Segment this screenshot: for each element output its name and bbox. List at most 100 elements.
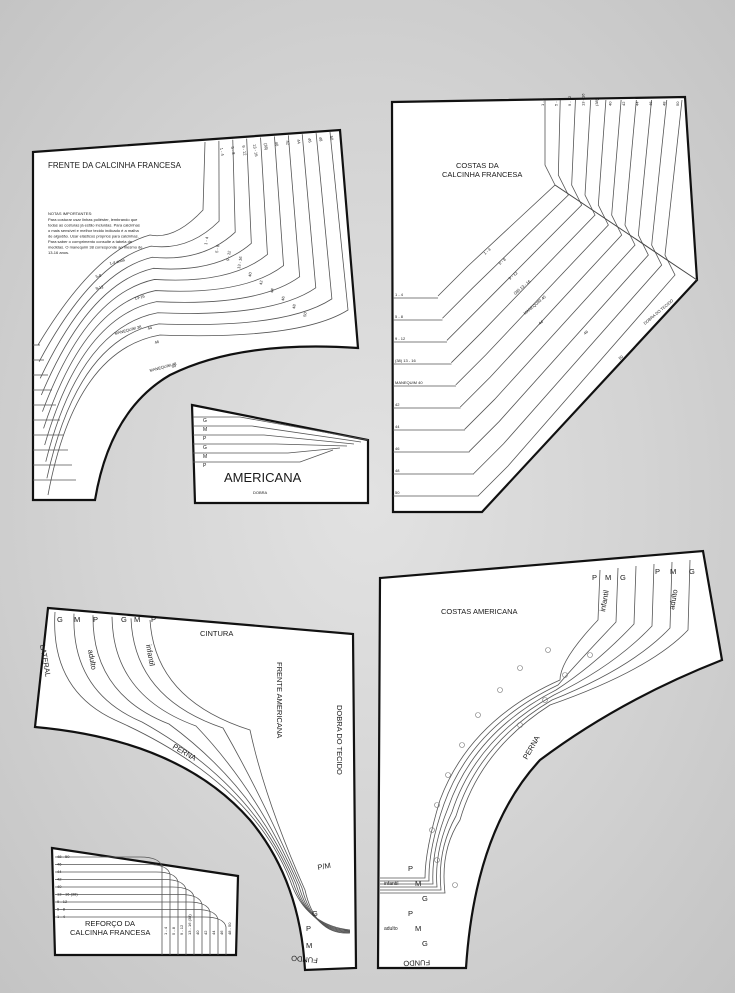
size-label-top: M [670, 567, 676, 576]
fundo-label: FUNDO [403, 958, 430, 968]
size-line [459, 99, 623, 408]
piece-frente-americana[interactable]: CINTURA FRENTE AMERICANA DOBRA DO TECIDO… [33, 606, 358, 972]
piece-title: FRENTE AMERICANA [275, 662, 284, 738]
size-label-top: 44 [635, 101, 640, 106]
piece-title-line1: COSTAS DA [456, 161, 499, 170]
size-label-top: G [57, 615, 63, 624]
size-label-top: 9 - 12 [567, 95, 572, 106]
size-label-top: M [74, 615, 80, 624]
notch-circle [452, 882, 458, 888]
size-label-left: 9 - 12 [57, 899, 68, 904]
size-label-left: P [408, 864, 413, 873]
notch-circle [459, 742, 465, 748]
size-label: G [203, 418, 207, 424]
size-label-right: 46 [219, 930, 224, 935]
piece-outline [50, 846, 240, 957]
size-label-top: M [605, 573, 611, 582]
size-line [437, 100, 556, 297]
notes-line: Para costurar usar linhas poliéster, lem… [48, 217, 138, 222]
size-label-left: M [415, 879, 421, 888]
size-label: G [203, 445, 207, 451]
notes-line: medidas. O manequim 38 corresponde ao me… [48, 245, 143, 250]
notch-circle [517, 665, 523, 671]
size-label-bottom: G [312, 909, 318, 918]
size-label-top: 48 [662, 101, 667, 106]
adulto-label: adulto [86, 649, 98, 671]
notch-circle [517, 722, 523, 728]
piece-costas-americana[interactable]: COSTAS AMERICANA PERNA FUNDO infantil ad… [376, 549, 724, 970]
size-label-side: 48 [291, 303, 297, 309]
size-line [380, 559, 691, 894]
size-label-side: 42 [258, 279, 264, 285]
notch-circles [429, 647, 593, 888]
size-label-right: 1 - 4 [163, 926, 168, 935]
size-line [73, 613, 351, 931]
size-label-top: 46 [648, 101, 653, 106]
size-label-top: 5 - 8 [230, 146, 236, 156]
piece-outline [390, 95, 699, 514]
size-line [473, 99, 668, 475]
size-line [55, 864, 171, 955]
size-label-top: M [134, 615, 140, 624]
size-label: P [203, 463, 207, 469]
dobra-label: DOBRA DO TECIDO [335, 705, 344, 775]
size-label-left: (38) 13 - 16 [395, 358, 416, 363]
size-label: P [203, 436, 207, 442]
bottom-sizes: GPM [306, 909, 318, 950]
curve-label: 44 [147, 325, 153, 331]
size-label-top: G [121, 615, 127, 624]
size-label-side: 44 [269, 287, 275, 293]
size-label-right: 9 - 12 [179, 924, 184, 935]
size-label-top: 40 [608, 101, 613, 106]
fundo-label: FUNDO [291, 954, 319, 965]
size-line [55, 909, 219, 955]
size-line [442, 99, 569, 319]
size-label-top: G [689, 567, 695, 576]
size-line [43, 136, 284, 429]
size-label-left: 5 - 8 [395, 314, 404, 319]
size-label-left: 48 - 50 [57, 854, 70, 859]
curve-label: 50 [171, 363, 177, 369]
infantil-label: infantil [144, 644, 157, 667]
size-label-side: 50 [302, 311, 308, 317]
size-line [46, 133, 333, 479]
size-label-left: 46 [57, 862, 62, 867]
size-line [38, 140, 220, 362]
size-line [92, 615, 351, 932]
size-line [380, 563, 655, 888]
size-label-top: P [592, 573, 597, 582]
piece-title-line1: REFORÇO DA [85, 919, 135, 928]
size-label-left: G [422, 894, 428, 903]
notch-circle [434, 802, 440, 808]
size-line [380, 561, 673, 891]
notes-line: o mais sensível e melhor tecido indicado… [48, 228, 139, 233]
size-label-bottom: P [306, 924, 311, 933]
size-label-left: 1 - 4 [395, 292, 404, 297]
notch-circle [434, 857, 440, 863]
size-label-left: 9 - 12 [395, 336, 406, 341]
size-line [55, 894, 203, 955]
size-label-top: 5 - 8 [554, 97, 559, 106]
diag-label: 46 [582, 329, 589, 336]
piece-title: FRENTE DA CALCINHA FRANCESA [48, 161, 182, 170]
size-line [45, 134, 317, 462]
size-line [44, 135, 301, 446]
size-label-left: 42 [57, 877, 62, 882]
size-label-top: 13 - 16 [252, 144, 259, 158]
size-line [380, 567, 619, 882]
diag-label: 44 [537, 319, 544, 326]
notes-line: todas as costuras já estão incluídas. Pa… [48, 223, 140, 228]
size-label-top: 48 [318, 137, 324, 143]
diag-label: 5 - 8 [497, 256, 507, 265]
fold-line [554, 184, 698, 281]
piece-title: COSTAS AMERICANA [441, 607, 518, 616]
notes-text: Para costurar usar linhas poliéster, lem… [48, 217, 143, 255]
diag-label: 50 [617, 354, 624, 361]
